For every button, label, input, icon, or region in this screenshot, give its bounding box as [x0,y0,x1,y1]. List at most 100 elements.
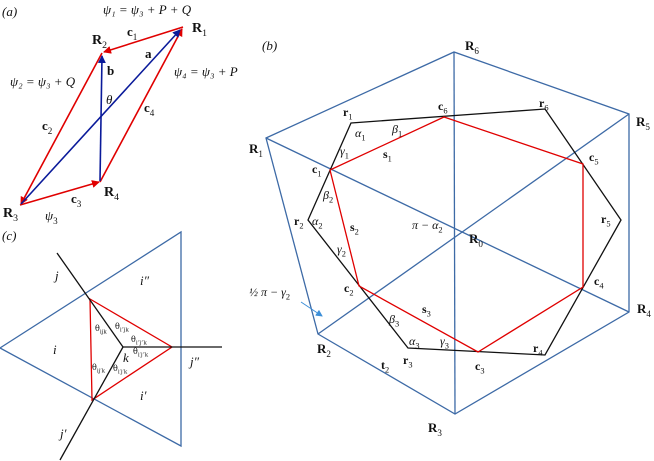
panel-b-label-r2: r2 [294,214,304,231]
vector-c4 [99,28,183,183]
label-base: r [533,341,539,355]
label-base: R [428,420,438,435]
label-base: i″ [140,273,150,288]
panel-b-label-gamma3: γ3 [440,334,449,351]
edge-j-prime [59,346,124,461]
panel-a-label-theta: θ [106,92,113,107]
panel-c-label-th-ipjpk: θi′j′k [113,364,128,375]
label-base: R [317,341,327,356]
label-base: j″ [188,354,200,369]
label-base: α [312,214,319,228]
panel-b-label-R3: R3 [428,420,442,438]
panel-c-label-th-ipjdk: θi′j″k [133,347,149,358]
label-base: i [53,342,57,357]
panel-b-label-alpha2: α2 [312,214,323,231]
label-base: R [249,141,259,156]
label-base: j [53,268,59,283]
label-base: θ [133,347,138,356]
label-base: j′ [58,426,67,441]
label-subscript: 2 [318,222,322,231]
panel-b-label-c4: c4 [594,274,604,291]
panel-b: (b) [262,38,630,415]
label-base: β [388,312,395,326]
label-subscript: 5 [606,220,610,229]
panel-a-label-c3: c3 [71,191,82,209]
label-base: r [539,96,545,110]
label-subscript: 1 [258,149,263,159]
label-base: R [92,33,103,48]
label-subscript: 6 [544,104,548,113]
panel-b-label-s3: s3 [422,302,431,319]
label-base: r [403,353,409,367]
label-subscript: 2 [342,250,346,259]
arrow-half-pi-gamma2 [300,301,323,317]
panel-a-label-R1: R1 [192,21,207,39]
label-subscript: i″jk [120,327,130,333]
label-base: β [322,188,329,202]
label-subscript: 4 [646,309,651,319]
vector-c1 [103,26,184,54]
red-triangle [89,297,174,402]
label-base: θ [106,92,113,107]
panel-a-label-b: b [107,63,114,78]
label-base: ψ [45,208,54,223]
panel-b-tag: (b) [262,38,277,53]
panel-b-label-r6: r6 [539,96,549,113]
label-subscript: ij′k [97,368,106,374]
label-subscript: 1 [361,134,365,143]
label-base: γ [340,144,345,158]
label-base: ½ π − γ [249,285,286,299]
label-subscript: 2 [102,40,107,51]
label-subscript: 4 [538,349,543,358]
label-subscript: i′j″k [138,352,149,358]
label-base: β [391,122,398,136]
label-base: r [294,214,300,228]
panel-b-label-beta1: β1 [391,122,402,139]
panel-c-label-j: j [53,268,59,283]
label-base: r [601,212,607,226]
label-base: θ [113,364,118,373]
label-base: α [355,126,362,140]
label-subscript: 2 [355,228,359,237]
label-base: γ [440,334,445,348]
panel-b-label-c2: c2 [344,281,354,298]
label-subscript: 3 [480,367,484,376]
panel-a-label-R4: R4 [104,185,119,203]
label-base: R [636,114,646,129]
label-subscript: 2 [286,293,290,302]
label-base: c [594,274,600,288]
label-subscript: 3 [77,199,82,209]
panel-b-label-c5: c5 [589,150,599,167]
panel-a-label-c4: c4 [144,100,155,118]
panel-b-label-c1: c1 [312,162,322,179]
panel-a-label-R3: R3 [3,206,18,224]
panel-a-label-c2: c2 [42,118,53,136]
panel-b-label-beta3: β3 [388,312,399,329]
label-subscript: 0 [478,239,483,249]
panel-b-label-r5: r5 [601,212,611,229]
diagonal-R2-R5 [317,113,630,335]
label-base: θ [131,335,136,344]
panel-c-label-i: i [53,342,57,357]
diagonal-R6-R3 [453,51,456,415]
panel-a-label-a: a [145,46,152,61]
label-subscript: 3 [53,216,58,226]
label-base: s [350,220,355,234]
panel-a-label-c1: c1 [127,24,137,42]
label-subscript: 3 [408,361,412,370]
panel-b-label-r1: r1 [343,105,353,122]
label-base: k [123,350,129,365]
panel-c-label-i-dprime: i″ [140,273,150,288]
label-base: s [422,302,427,316]
black-hexagon-r [307,108,622,356]
blue-triangle [0,230,182,448]
panel-b-label-c3: c3 [475,359,485,376]
panel-b-label-R0: R0 [469,231,483,249]
panel-b-label-gamma2: γ2 [337,242,346,259]
formula-psi4: ψ₄ = ψ₃ + P [174,64,238,79]
panel-c-tag: (c) [2,228,16,243]
label-subscript: 6 [443,107,447,116]
label-subscript: 4 [150,108,155,118]
label-base: γ [337,242,342,256]
